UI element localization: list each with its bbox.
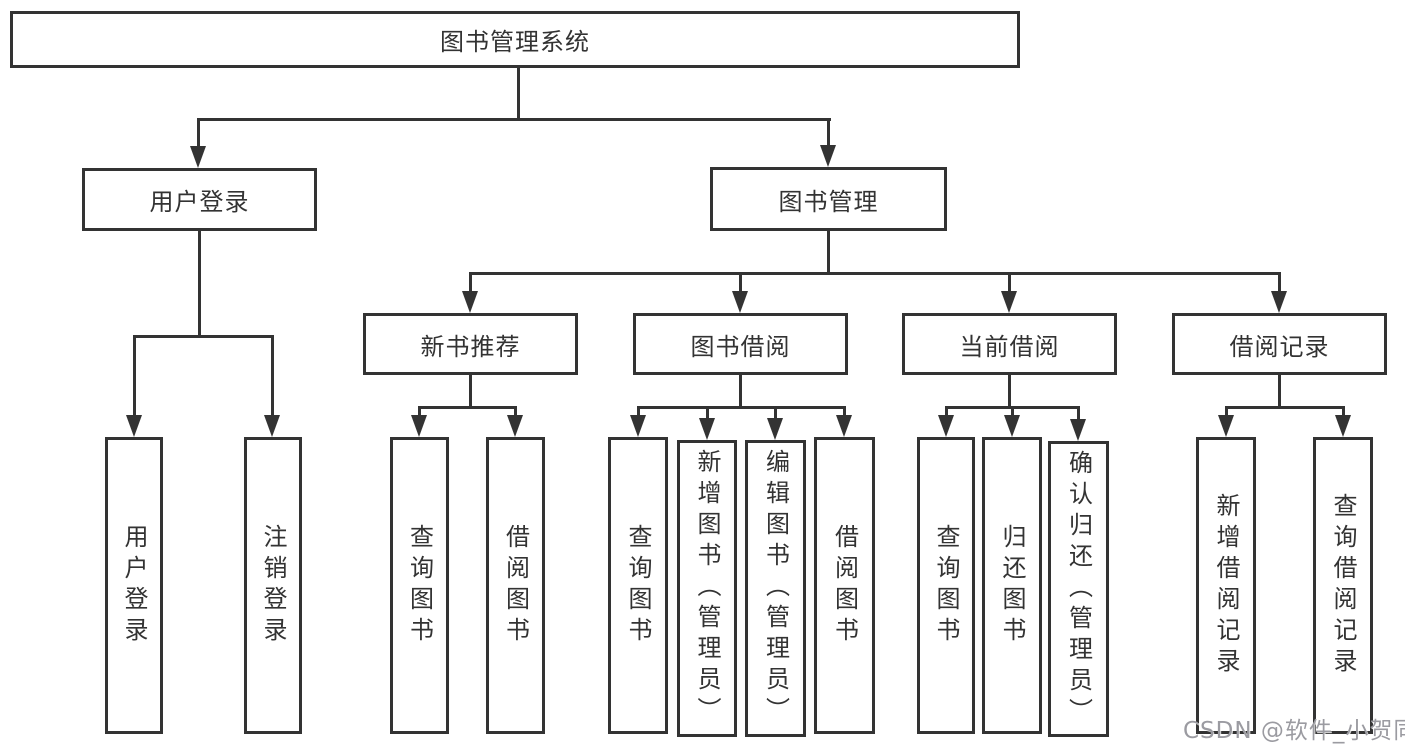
arrowhead-icon	[732, 291, 748, 313]
connector-line	[774, 406, 777, 419]
arrowhead-icon	[938, 415, 954, 437]
node-label: 借阅记录	[1229, 332, 1330, 361]
leaf-query-book-3: 查询图书	[917, 437, 975, 734]
node-label: 借阅图书	[501, 523, 530, 648]
connector-line	[739, 272, 742, 291]
leaf-borrow-book-1: 借阅图书	[486, 437, 545, 734]
connector-line	[418, 406, 517, 409]
arrowhead-icon	[767, 418, 783, 440]
connector-line	[469, 272, 472, 291]
connector-line	[197, 118, 831, 121]
node-library-management-system: 图书管理系统	[10, 11, 1020, 68]
csdn-watermark: CSDN @软件_小贺同学	[1183, 718, 1405, 744]
arrowhead-icon	[1001, 291, 1017, 313]
arrowhead-icon	[1271, 291, 1287, 313]
node-label: 查询图书	[624, 523, 652, 648]
leaf-query-book-1: 查询图书	[390, 437, 449, 734]
node-label: 图书借阅	[690, 332, 791, 361]
node-label: 注销登录	[259, 523, 287, 648]
connector-line	[133, 335, 136, 415]
leaf-add-borrow-record: 新增借阅记录	[1196, 437, 1256, 734]
connector-line	[469, 272, 1280, 275]
leaf-query-book-2: 查询图书	[608, 437, 668, 734]
connector-line	[1278, 375, 1281, 406]
node-book-management: 图书管理	[710, 167, 947, 231]
node-label: 当前借阅	[959, 332, 1060, 361]
connector-line	[739, 375, 742, 406]
connector-line	[637, 406, 846, 409]
connector-line	[198, 231, 201, 335]
connector-line	[637, 406, 640, 417]
arrowhead-icon	[264, 415, 280, 437]
node-label: 编辑图书（管理员）	[761, 449, 790, 728]
node-book-borrow: 图书借阅	[633, 313, 848, 375]
arrowhead-icon	[507, 415, 523, 437]
connector-line	[514, 406, 517, 417]
node-label: 借阅图书	[830, 523, 859, 648]
node-label: 图书管理系统	[440, 28, 590, 56]
node-current-borrow: 当前借阅	[902, 313, 1117, 375]
connector-line	[827, 231, 830, 272]
node-label: 新书推荐	[420, 332, 521, 361]
arrowhead-icon	[1335, 415, 1351, 437]
node-borrow-records: 借阅记录	[1172, 313, 1387, 375]
connector-line	[1008, 272, 1011, 291]
node-label: 查询图书	[932, 523, 960, 648]
arrowhead-icon	[630, 415, 646, 437]
connector-line	[1008, 375, 1011, 406]
leaf-user-login: 用户登录	[105, 437, 163, 734]
arrowhead-icon	[820, 145, 836, 167]
arrowhead-icon	[462, 291, 478, 313]
connector-line	[1225, 406, 1345, 409]
node-label: 新增图书（管理员）	[693, 449, 721, 728]
arrowhead-icon	[411, 415, 427, 437]
arrowhead-icon	[699, 418, 715, 440]
leaf-return-book: 归还图书	[982, 437, 1042, 734]
arrowhead-icon	[126, 415, 142, 437]
node-user-login: 用户登录	[82, 168, 317, 231]
node-new-book-recommend: 新书推荐	[363, 313, 578, 375]
node-label: 图书管理	[778, 187, 879, 216]
leaf-borrow-book-2: 借阅图书	[814, 437, 875, 734]
connector-line	[706, 406, 709, 419]
connector-line	[945, 406, 948, 417]
node-label: 查询图书	[405, 523, 434, 648]
node-label: 归还图书	[998, 523, 1026, 648]
connector-line	[469, 375, 472, 406]
arrowhead-icon	[190, 146, 206, 168]
node-label: 新增借阅记录	[1212, 492, 1240, 679]
connector-line	[418, 406, 421, 417]
connector-line	[843, 406, 846, 417]
connector-line	[1077, 406, 1080, 420]
node-label: 用户登录	[149, 188, 250, 216]
connector-line	[517, 68, 520, 118]
connector-line	[1225, 406, 1228, 417]
node-label: 确认归还（管理员）	[1064, 449, 1093, 729]
connector-line	[271, 335, 274, 415]
leaf-logout: 注销登录	[244, 437, 302, 734]
connector-line	[133, 335, 274, 338]
leaf-confirm-return-admin: 确认归还（管理员）	[1048, 441, 1109, 737]
connector-line	[197, 118, 200, 146]
arrowhead-icon	[1070, 419, 1086, 441]
connector-line	[1342, 406, 1345, 417]
node-label: 用户登录	[120, 523, 148, 648]
arrowhead-icon	[836, 415, 852, 437]
connector-line	[827, 118, 830, 145]
leaf-query-borrow-record: 查询借阅记录	[1313, 437, 1373, 734]
connector-line	[1278, 272, 1281, 291]
connector-line	[1011, 406, 1014, 417]
arrowhead-icon	[1218, 415, 1234, 437]
arrowhead-icon	[1004, 415, 1020, 437]
leaf-edit-book-admin: 编辑图书（管理员）	[745, 440, 806, 737]
node-label: 查询借阅记录	[1329, 492, 1357, 679]
leaf-add-book-admin: 新增图书（管理员）	[677, 440, 737, 737]
